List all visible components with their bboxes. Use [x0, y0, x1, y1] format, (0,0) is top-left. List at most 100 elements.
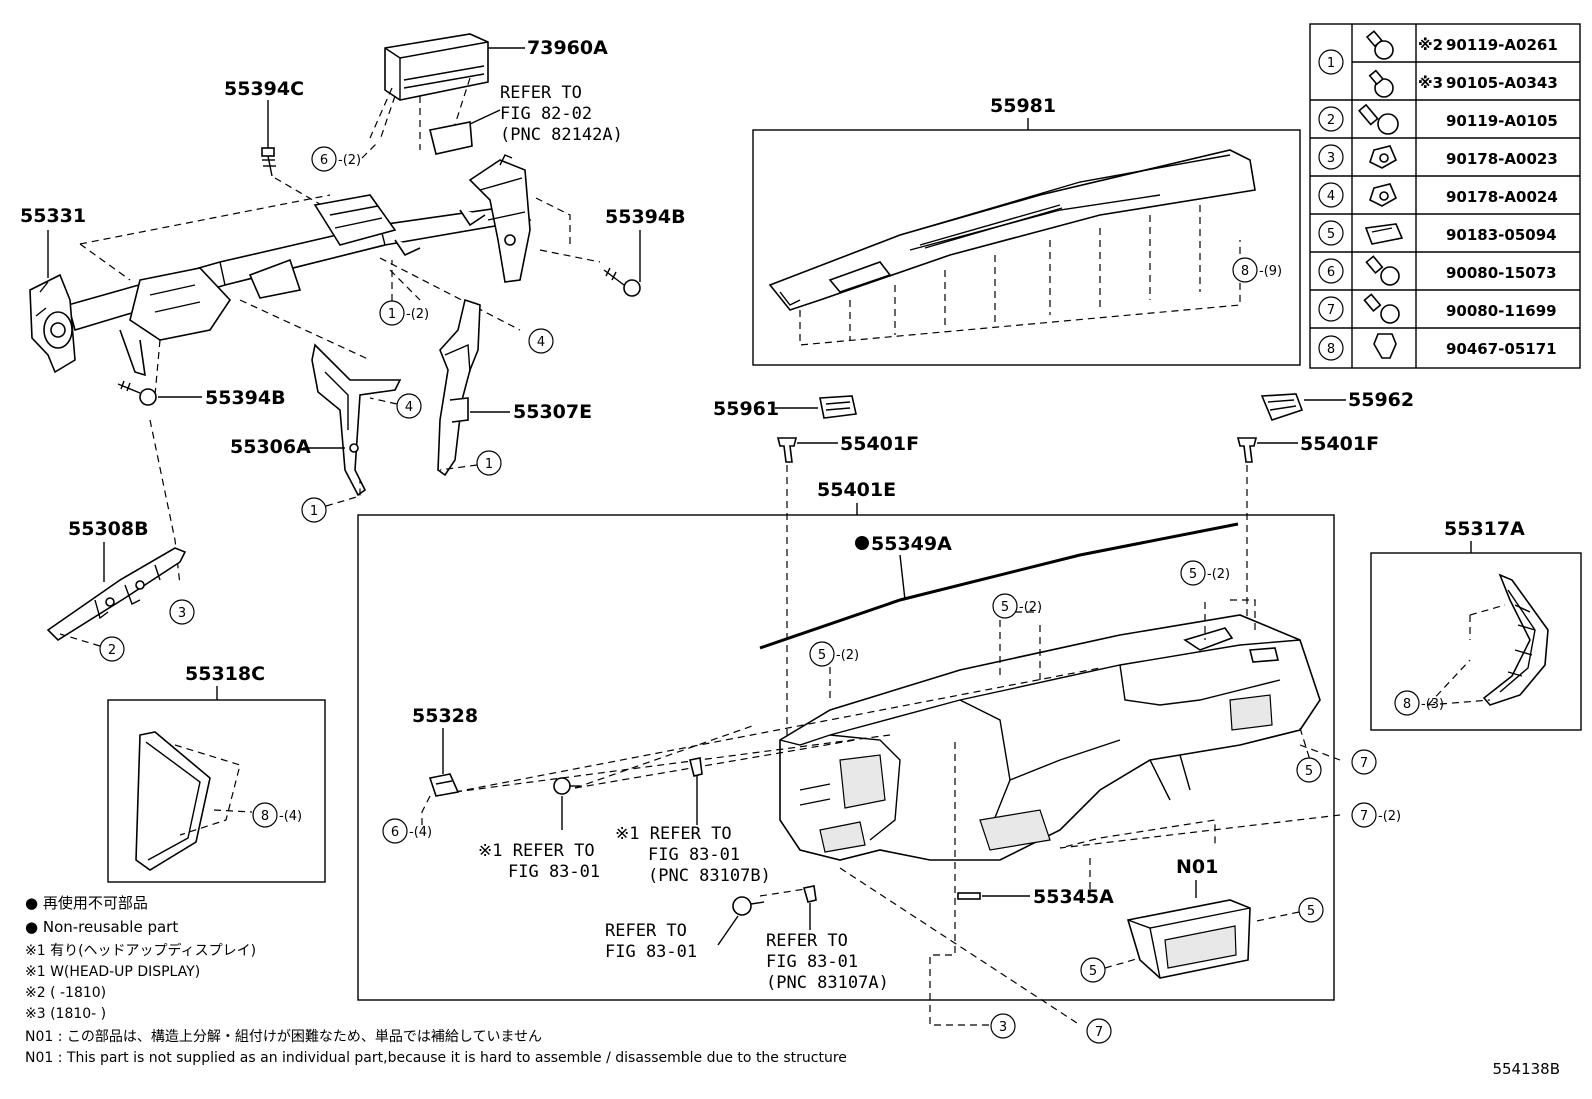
- label-55401F-right: 55401F: [1300, 433, 1379, 455]
- svg-text:1: 1: [310, 504, 318, 519]
- svg-text:5: 5: [1305, 764, 1313, 779]
- bolt-icon: [1365, 255, 1400, 286]
- ref-83-01-a-line1: ※1 REFER TO: [478, 841, 595, 861]
- airbag-73960A: [369, 33, 525, 155]
- clip-55345A: [957, 892, 981, 900]
- bolt-lower-left: [732, 896, 765, 916]
- svg-text:8: 8: [261, 809, 269, 824]
- callout-3-bottom: [990, 1013, 1016, 1039]
- callout-5-N01-right: [1298, 897, 1324, 923]
- ref-83-01-d-line1: REFER TO: [766, 931, 848, 951]
- callout-3-brace: [169, 599, 195, 625]
- legend-n01-jp: N01 : この部品は、構造上分解・組付けが困難なため、単品では補給していません: [25, 1029, 542, 1045]
- callout-5-a-qty: -(2): [836, 648, 859, 663]
- clip-nut-icon: [1364, 223, 1404, 245]
- svg-text:3: 3: [178, 606, 186, 621]
- label-55306A: 55306A: [230, 436, 311, 458]
- label-55981: 55981: [990, 95, 1056, 117]
- legend-non-reusable-jp: ● 再使用不可部品: [25, 894, 148, 912]
- label-55318C: 55318C: [185, 663, 265, 685]
- bolt-icon: [1365, 30, 1394, 60]
- legend-hud-en: ※1 W(HEAD-UP DISPLAY): [25, 964, 200, 980]
- svg-text:7: 7: [1095, 1025, 1103, 1040]
- vent-55962: [1260, 393, 1304, 421]
- callout-4-right: [528, 328, 554, 354]
- vent-55961: [819, 395, 857, 419]
- table-part-90119-A0261: 90119-A0261: [1446, 36, 1558, 54]
- callout-6-55328-qty: -(4): [409, 825, 432, 840]
- table-part-90105-A0343: 90105-A0343: [1446, 74, 1558, 92]
- svg-text:1: 1: [388, 307, 396, 322]
- ref-83-01-a-line2: FIG 83-01: [508, 862, 600, 882]
- clip-55401F-right: [1236, 437, 1258, 463]
- label-55394B-mid: 55394B: [205, 387, 286, 409]
- callout-2-brace: [99, 636, 125, 662]
- callout-4-left: [396, 393, 422, 419]
- table-part-90119-A0105: 90119-A0105: [1446, 112, 1558, 130]
- callout-8-55317A-qty: -(3): [1421, 697, 1444, 712]
- bracket-55328: [428, 773, 460, 797]
- svg-text:6: 6: [320, 153, 328, 168]
- ref-83-01-b-line1: ※1 REFER TO: [615, 824, 732, 844]
- callout-6-55328: [382, 818, 408, 844]
- bracket-55306A: [311, 343, 402, 497]
- svg-text:5: 5: [1307, 904, 1315, 919]
- panel-N01: [1126, 899, 1251, 979]
- callout-1-55307E: [476, 450, 502, 476]
- diagram-id: 554138B: [1492, 1060, 1560, 1078]
- ref-83-01-d-line2: FIG 83-01: [766, 952, 858, 972]
- table-ref-4: 4: [1327, 189, 1335, 204]
- label-55307E: 55307E: [513, 401, 592, 423]
- svg-text:8: 8: [1403, 697, 1411, 712]
- panel-55317A: [1482, 573, 1549, 706]
- table-part-90183-05094: 90183-05094: [1446, 226, 1557, 244]
- callout-5-b: [992, 593, 1018, 619]
- nut-icon: [1369, 145, 1398, 169]
- svg-text:1: 1: [485, 457, 493, 472]
- legend-note-3: ※3 (1810- ): [25, 1006, 106, 1022]
- box-55318C: [107, 699, 326, 883]
- callout-8-55317A: [1394, 690, 1420, 716]
- label-55331: 55331: [20, 205, 86, 227]
- label-55961: 55961: [713, 398, 779, 420]
- label-55328: 55328: [412, 705, 478, 727]
- table-mark-2: ※2: [1418, 36, 1443, 54]
- callout-8-55318C-qty: -(4): [279, 809, 302, 824]
- bolt-icon: [1363, 293, 1400, 324]
- callout-5-right: [1296, 757, 1322, 783]
- svg-text:5: 5: [818, 648, 826, 663]
- label-55401E: 55401E: [817, 479, 896, 501]
- label-N01: N01: [1176, 856, 1218, 878]
- label-55962: 55962: [1348, 389, 1414, 411]
- panel-55318C: [135, 731, 211, 871]
- table-part-90178-A0024: 90178-A0024: [1446, 188, 1558, 206]
- table-ref-7: 7: [1327, 303, 1335, 318]
- label-55394B-top: 55394B: [605, 206, 686, 228]
- callout-8-55981-qty: -(9): [1259, 264, 1282, 279]
- ref-fig82-line3: (PNC 82142A): [500, 125, 623, 145]
- svg-text:4: 4: [405, 400, 413, 415]
- bracket-55307E: [437, 298, 481, 477]
- bolt-55394C: [261, 147, 276, 177]
- label-55308B: 55308B: [68, 518, 149, 540]
- callout-7-bottom: [1086, 1018, 1112, 1044]
- legend-n01-en: N01 : This part is not supplied as an in…: [25, 1050, 847, 1066]
- callout-7-a: [1351, 749, 1377, 775]
- callout-6-qty: -(2): [338, 153, 361, 168]
- bolt-55394B-right: [603, 267, 641, 297]
- ref-fig82-line1: REFER TO: [500, 83, 582, 103]
- svg-text:5: 5: [1001, 600, 1009, 615]
- svg-text:8: 8: [1241, 264, 1249, 279]
- steering-support-55331: [29, 154, 532, 377]
- legend-note-2: ※2 ( -1810): [25, 985, 106, 1001]
- box-55981: [752, 129, 1301, 366]
- table-ref-8: 8: [1327, 342, 1335, 357]
- callout-5-b-qty: -(2): [1019, 600, 1042, 615]
- ref-83-01-b-line2: FIG 83-01: [648, 845, 740, 865]
- svg-text:3: 3: [999, 1020, 1007, 1035]
- bolt-hud-left: [553, 777, 580, 795]
- legend-hud-jp: ※1 有り(ヘッドアップディスプレイ): [25, 942, 256, 959]
- box-55317A: [1370, 552, 1582, 731]
- svg-text:2: 2: [108, 643, 116, 658]
